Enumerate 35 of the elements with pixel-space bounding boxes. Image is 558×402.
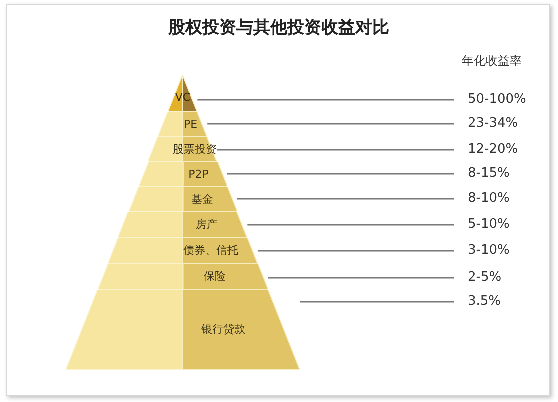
leader-line [198,99,454,101]
pyramid-layer [138,162,228,187]
leader-line [300,301,454,303]
pyramid-layer [108,238,258,264]
pyramid-layer [158,112,208,137]
pyramid-layer [66,290,300,370]
pyramid-layer [118,212,248,238]
layer-label: 保险 [204,268,226,285]
leader-line [218,149,454,151]
layer-label: P2P [188,166,209,182]
layer-label: 基金 [192,191,214,208]
leader-line [208,123,454,125]
return-rate: 8-10% [468,190,510,208]
leader-line [258,250,454,252]
layer-label: 债券、信托 [183,242,238,259]
return-rate: 5-10% [468,216,510,234]
return-rate: 2-5% [468,269,502,288]
layer-label: PE [184,116,198,132]
return-rate: 3-10% [468,242,510,260]
pyramid-layer [148,137,218,162]
return-rate: 12-20% [468,141,518,160]
return-rate: 23-34% [468,115,518,134]
pyramid-layer [128,187,238,212]
leader-line [227,173,454,175]
pyramid-layer [98,264,268,290]
return-rate: 8-15% [468,165,510,184]
layer-label: 房产 [196,216,218,233]
leader-line [248,224,454,226]
return-rate: 3.5% [468,293,502,312]
return-rate: 50-100% [468,91,526,110]
leader-line [237,198,454,200]
title: 股权投资与其他投资收益对比 [167,17,390,40]
column-header: 年化收益率 [462,53,522,70]
layer-label: 银行贷款 [201,322,246,338]
leader-line [268,277,454,279]
